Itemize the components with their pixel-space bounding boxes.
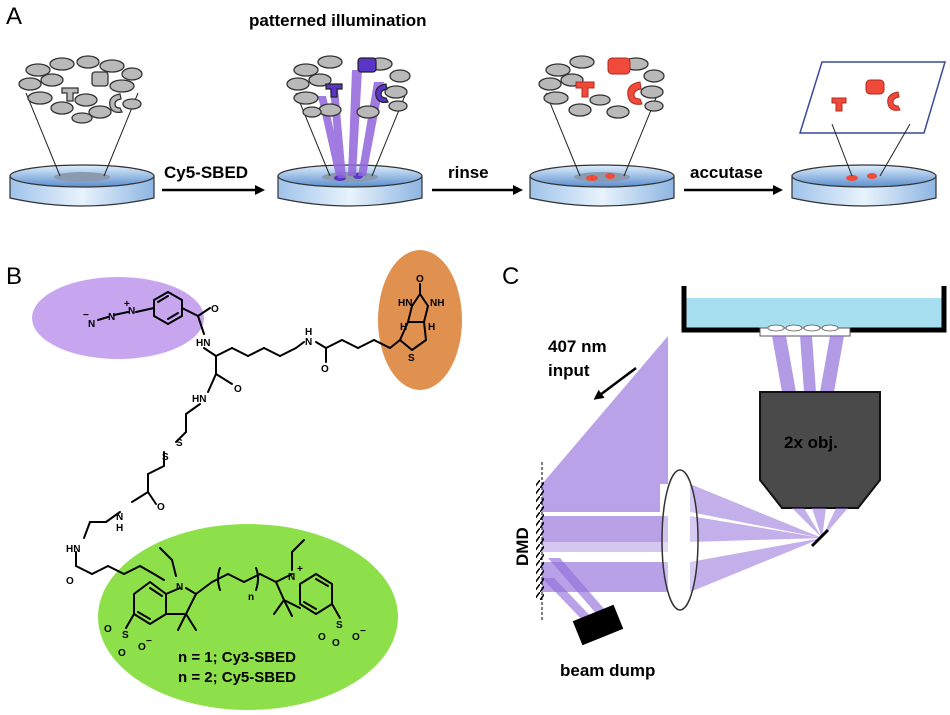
atom-n-middle: N — [108, 312, 115, 323]
cell-cluster-3 — [538, 55, 665, 119]
atom-n-amide-2: N — [305, 337, 312, 348]
dish-2 — [277, 55, 423, 207]
panel-c-letter: C — [502, 263, 519, 290]
patterned-illumination-title: patterned illumination — [249, 11, 427, 30]
lens-to-mirror-beams — [690, 484, 822, 592]
fold-mirror — [810, 528, 830, 548]
dish-1 — [9, 55, 155, 207]
sample-dish — [681, 286, 947, 337]
atom-hn-amide-3: HN — [192, 394, 206, 405]
atom-n-inner: N — [128, 306, 135, 317]
atom-o-amide-3: O — [234, 384, 242, 395]
molecule-structure — [75, 283, 429, 631]
dmd-to-lens-beams — [542, 484, 668, 592]
cyanine-highlight — [98, 524, 398, 710]
objective-output-beams — [772, 336, 844, 392]
atom-cy-n-subscript: n — [248, 592, 254, 603]
legend-cy3-sbed: n = 1; Cy3-SBED — [178, 649, 296, 666]
atom-o-amide-5: O — [66, 576, 74, 587]
panel-b: B — [6, 250, 462, 710]
dish-4 — [791, 61, 947, 207]
panel-a-letter: A — [6, 3, 22, 30]
atom-biotin-hn: HN — [398, 298, 412, 309]
atom-so3-s-1: S — [122, 630, 129, 641]
atom-biotin-o: O — [416, 274, 424, 285]
input-label-wavelength: 407 nm — [548, 337, 607, 356]
panel-b-letter: B — [6, 263, 22, 290]
atom-so3-o-1: O — [104, 624, 112, 635]
atom-biotin-nh: NH — [430, 298, 444, 309]
panel-c: C 2x obj. — [502, 263, 947, 680]
atom-cy-n-2: N — [288, 572, 295, 583]
detached-cells — [831, 79, 901, 112]
atom-s-1: S — [176, 438, 183, 449]
cell-cluster-2 — [286, 55, 411, 119]
atom-so3-minus-2: − — [360, 626, 366, 637]
arrow-label-cy5-sbed: Cy5-SBED — [164, 163, 248, 182]
beam-dump-label: beam dump — [560, 661, 655, 680]
atom-biotin-h1: H — [400, 322, 407, 333]
objective — [759, 391, 881, 509]
atom-o-amide-1: O — [211, 304, 219, 315]
dish-3 — [529, 55, 675, 207]
selection-plane — [798, 61, 947, 134]
atom-plus: + — [124, 299, 130, 310]
atom-hn-amide-5: HN — [66, 544, 80, 555]
atom-so3-o-7: O — [352, 632, 360, 643]
atom-so3-o-6: O — [332, 638, 340, 649]
atom-n-amide-4: N — [116, 512, 123, 523]
arrow-label-accutase: accutase — [690, 163, 763, 182]
atom-cy-plus: + — [297, 564, 303, 575]
objective-label: 2x obj. — [784, 433, 838, 452]
atom-so3-o-3: O — [138, 642, 146, 653]
dmd — [536, 462, 544, 622]
atom-cy-n-1: N — [176, 582, 183, 593]
atom-minus: − — [83, 310, 89, 321]
molecule-atoms: N − N N + O HN N H O O HN S S O N H HN O… — [66, 274, 444, 659]
cell-cluster-1 — [18, 55, 143, 124]
atom-biotin-h2: H — [428, 322, 435, 333]
biotin-highlight — [378, 250, 462, 390]
legend-cy5-sbed: n = 2; Cy5-SBED — [178, 669, 296, 686]
atom-n-terminal: N — [88, 319, 95, 330]
atom-h-amide-2: H — [305, 327, 312, 338]
input-label-input: input — [548, 361, 590, 380]
dump-beams — [542, 558, 612, 626]
atom-o-amide-4: O — [157, 502, 165, 513]
input-arrow — [593, 367, 637, 400]
beam-dump — [572, 604, 624, 646]
input-beam — [542, 336, 668, 484]
atom-hn-amide-1: HN — [196, 338, 210, 349]
atom-s-2: S — [162, 452, 169, 463]
atom-so3-o-2: O — [118, 648, 126, 659]
atom-o-amide-2: O — [321, 364, 329, 375]
lens — [661, 469, 699, 611]
dmd-label: DMD — [513, 527, 532, 566]
atom-h-amide-4: H — [116, 523, 123, 534]
atom-biotin-s: S — [408, 353, 415, 364]
atom-so3-o-5: O — [318, 632, 326, 643]
atom-so3-minus-1: − — [146, 636, 152, 647]
panel-a: A patterned illumination — [6, 3, 947, 207]
arrow-label-rinse: rinse — [448, 163, 489, 182]
atom-so3-s-2: S — [336, 620, 343, 631]
azide-highlight — [32, 277, 204, 359]
